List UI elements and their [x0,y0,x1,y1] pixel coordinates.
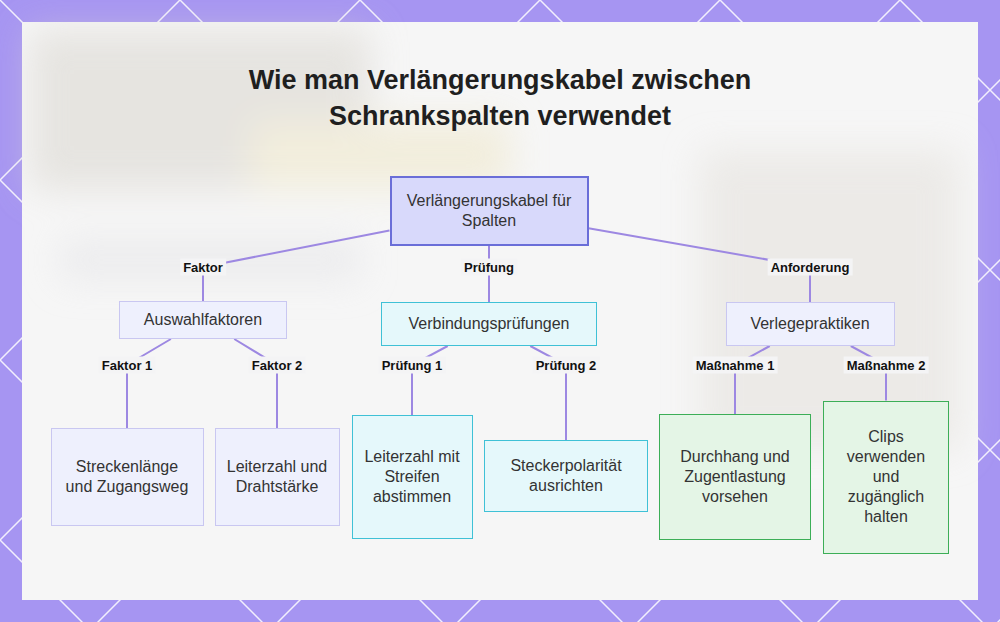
connector-line [127,339,171,428]
blurred-photo [30,30,960,450]
box-text: Clips verwenden und zugänglich halten [834,427,938,527]
connector-line [234,339,277,428]
topic-box: Leiterzahl mit Streifen abstimmen [352,415,473,539]
topic-box: Durchhang und Zugentlastung vorsehen [659,414,811,540]
edge-label: Faktor 1 [99,357,156,374]
edge-label: Prüfung 2 [533,357,600,374]
box-text: Leiterzahl und Drahtstärke [226,457,329,497]
topic-box: Clips verwenden und zugänglich halten [823,401,949,554]
edge-label: Anforderung [768,259,853,276]
edge-label: Maßnahme 2 [844,357,929,374]
topic-box: Verbindungsprüfungen [381,302,597,346]
box-text: Auswahlfaktoren [144,310,262,330]
box-text: Streckenlänge und Zugangsweg [62,457,193,497]
diagram-title: Wie man Verlängerungskabel zwischen Schr… [180,62,820,134]
box-text: Verlängerungskabel für Spalten [402,191,577,231]
box-text: Verlegepraktiken [750,314,869,334]
topic-box: Auswahlfaktoren [119,301,287,339]
edge-label: Faktor [180,259,226,276]
topic-box: Leiterzahl und Drahtstärke [215,428,340,526]
panel [22,22,978,600]
connector-line [203,230,390,301]
root-box: Verlängerungskabel für Spalten [390,176,589,246]
topic-box: Steckerpolarität ausrichten [484,440,648,512]
box-text: Verbindungsprüfungen [408,314,569,334]
box-text: Steckerpolarität ausrichten [495,456,637,496]
box-text: Leiterzahl mit Streifen abstimmen [363,447,462,507]
topic-box: Verlegepraktiken [726,302,895,346]
edge-label: Maßnahme 1 [693,357,778,374]
edge-label: Prüfung 1 [379,357,446,374]
box-text: Durchhang und Zugentlastung vorsehen [670,447,800,507]
edge-label: Prüfung [461,259,517,276]
edge-label: Faktor 2 [249,357,306,374]
topic-box: Streckenlänge und Zugangsweg [51,428,204,526]
